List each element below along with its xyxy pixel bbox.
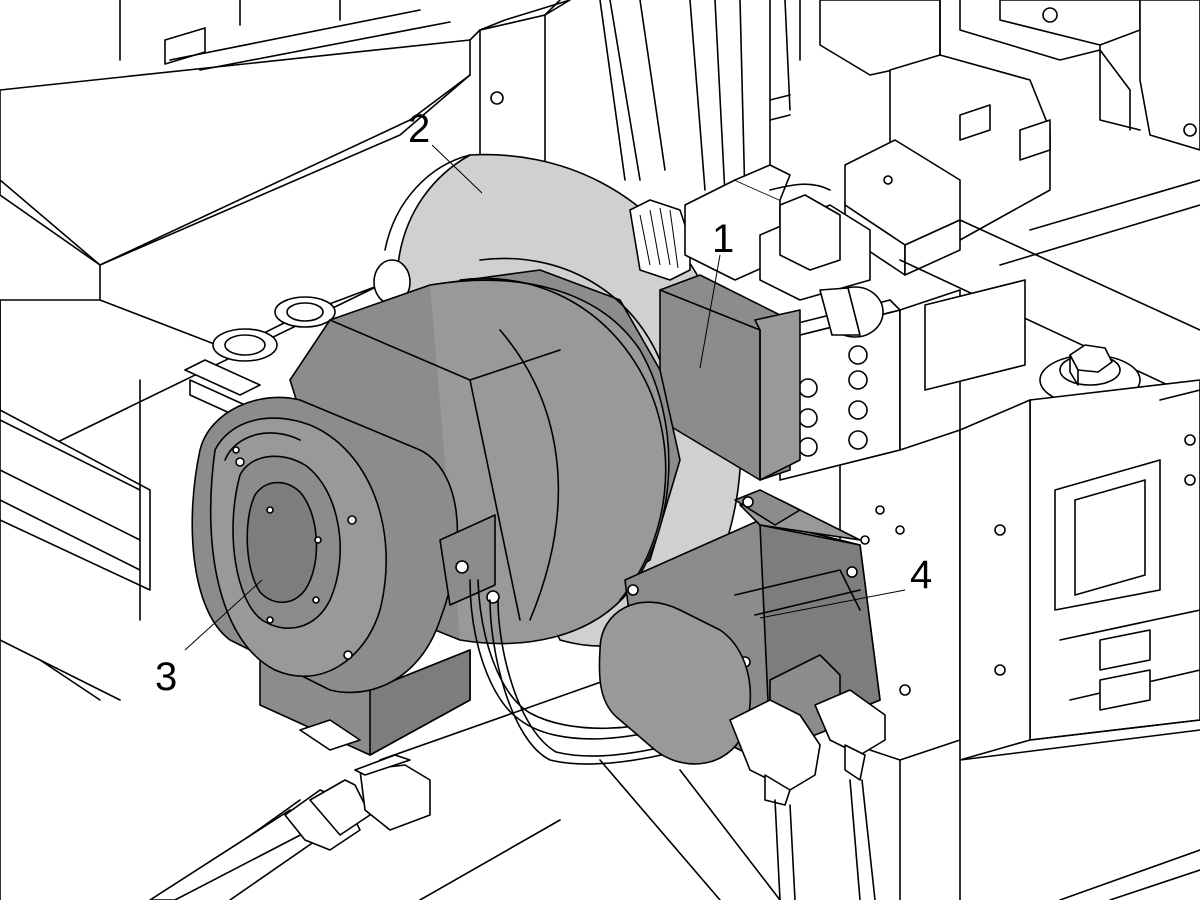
sensor-part-1: [659, 164, 884, 481]
callout-labels: 1 2 3 4: [155, 107, 932, 699]
air-fitting: [149, 719, 431, 900]
callout-4: 4: [910, 553, 932, 597]
spindle-part-3: [191, 257, 701, 765]
servo-motor-part-4: [598, 489, 886, 900]
callout-1: 1: [712, 217, 734, 261]
callout-2: 2: [408, 107, 430, 151]
callout-leaders: [184, 144, 906, 651]
callout-3: 3: [155, 655, 177, 699]
